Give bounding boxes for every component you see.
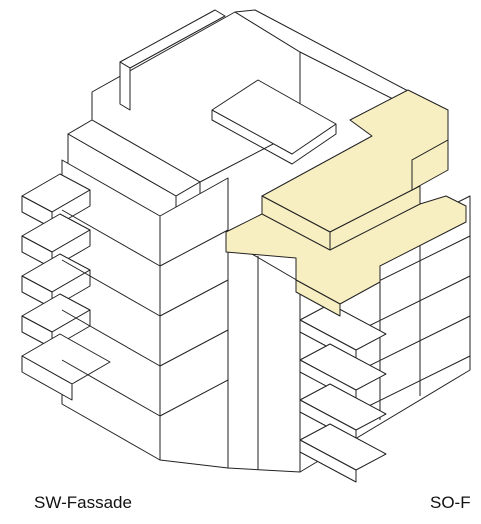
floor-line <box>61 309 161 367</box>
tower-right-front <box>227 239 301 473</box>
floor-line <box>159 279 229 317</box>
tower-center-front <box>159 177 229 469</box>
floor-line <box>159 379 229 417</box>
attic-terrace <box>225 195 467 305</box>
ground-slab-sw-front <box>21 355 73 401</box>
floor-line <box>61 259 161 317</box>
roof-left-frame-side <box>119 61 131 111</box>
highlighted-attic-addition <box>225 89 467 317</box>
floor-line <box>61 209 161 267</box>
roof-light-well-edge <box>211 110 337 165</box>
floor-line <box>159 229 229 267</box>
so-facade-label: SO-F <box>430 493 471 512</box>
sw-facade-label: SW-Fassade <box>34 493 132 512</box>
floor-line <box>61 359 161 417</box>
attic-block-upper-side <box>411 139 449 191</box>
balcony-so-4-front <box>299 439 357 483</box>
floor-line <box>159 329 229 367</box>
attic-terrace-edge <box>295 279 341 317</box>
